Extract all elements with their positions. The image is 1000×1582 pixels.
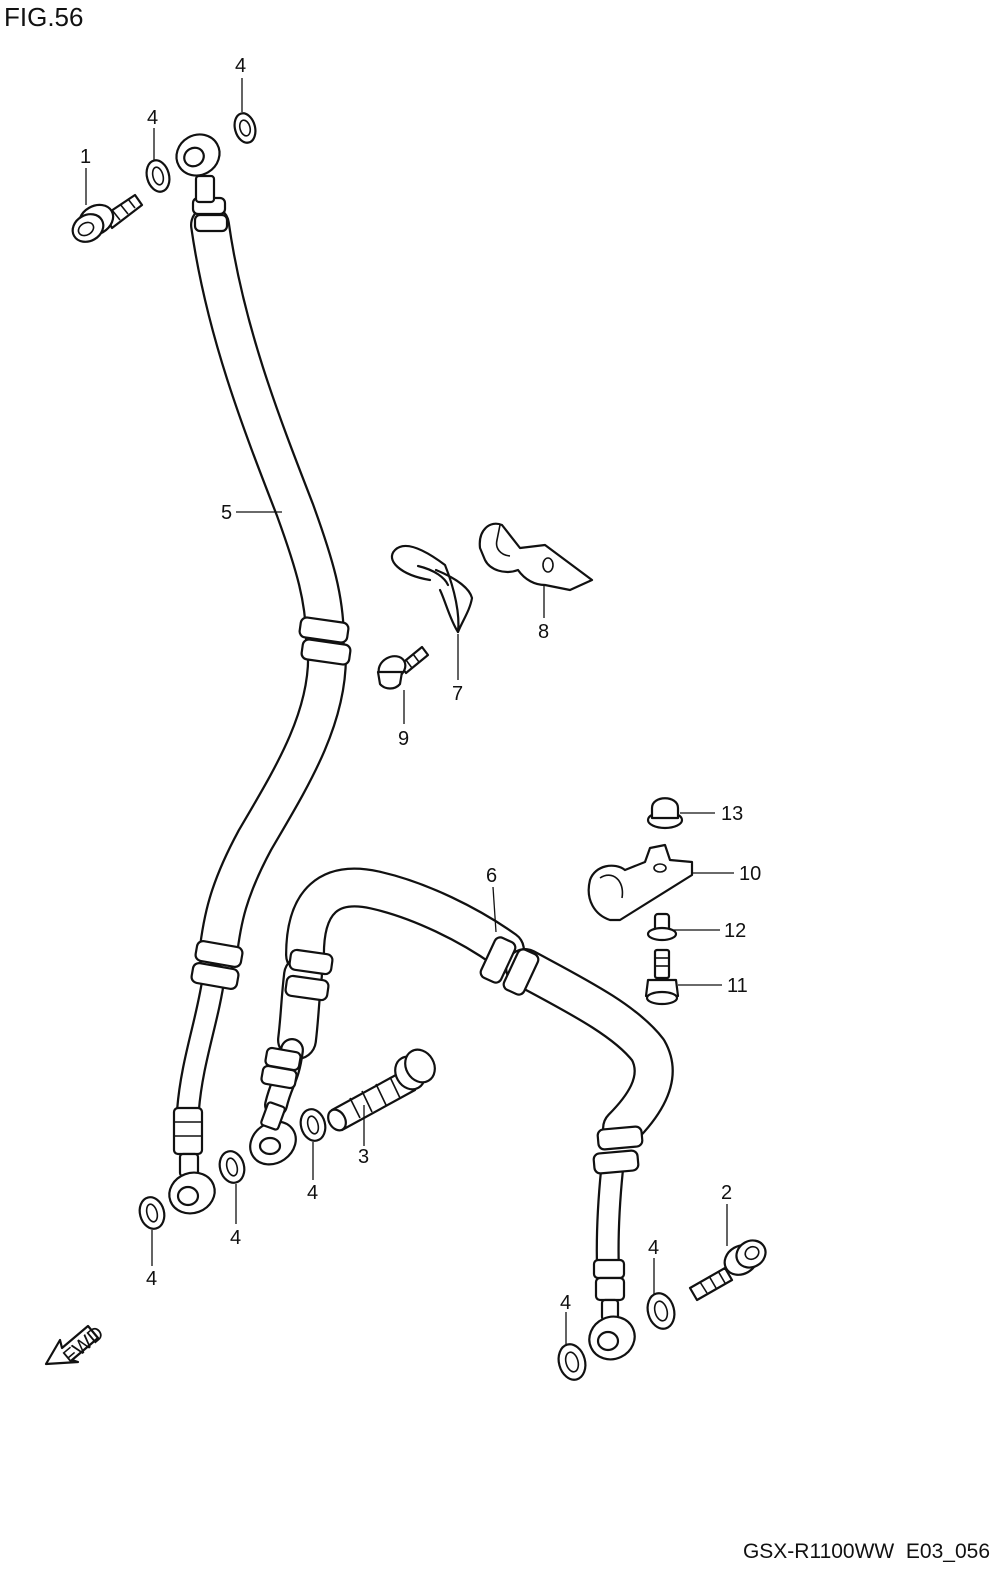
forward-arrow-icon: FWD	[44, 1322, 108, 1368]
gasket-4-f[interactable]	[555, 1341, 589, 1383]
callout-7: 7	[452, 683, 463, 705]
union-bolt-3[interactable]	[325, 1044, 441, 1133]
gasket-4-a[interactable]	[143, 158, 173, 195]
leader-lines	[85, 78, 734, 1346]
brake-hose-5[interactable]	[164, 127, 352, 1220]
cap-nut-13[interactable]	[646, 797, 684, 830]
callout-6: 6	[486, 865, 497, 887]
gasket-4-g[interactable]	[644, 1290, 678, 1332]
callout-9: 9	[398, 728, 409, 750]
callout-4-g: 4	[648, 1237, 659, 1259]
bolt-12[interactable]	[646, 912, 678, 942]
union-bolt-1[interactable]	[68, 193, 144, 247]
callout-1: 1	[80, 146, 91, 168]
clamp-10[interactable]	[587, 843, 694, 922]
callout-5: 5	[221, 502, 232, 524]
union-bolt-2[interactable]	[688, 1235, 770, 1302]
callout-4-a: 4	[147, 107, 158, 129]
gasket-4-c[interactable]	[136, 1194, 167, 1231]
bolt-9[interactable]	[374, 645, 430, 690]
bolt-11[interactable]	[644, 948, 680, 1006]
bracket-8[interactable]	[478, 522, 594, 592]
callout-10: 10	[739, 863, 761, 885]
callout-4-b: 4	[235, 55, 246, 77]
callout-2: 2	[721, 1182, 732, 1204]
callout-13: 13	[721, 803, 743, 825]
callout-4-e: 4	[307, 1182, 318, 1204]
gasket-4-e[interactable]	[297, 1106, 328, 1143]
callout-3: 3	[358, 1146, 369, 1168]
gasket-4-d[interactable]	[216, 1148, 247, 1185]
callout-4-f: 4	[560, 1292, 571, 1314]
callout-4-d: 4	[230, 1227, 241, 1249]
callout-12: 12	[724, 920, 746, 942]
brake-hose-6[interactable]	[242, 867, 674, 1367]
clip-7[interactable]	[390, 544, 474, 634]
callout-11: 11	[727, 975, 748, 997]
callout-4-c: 4	[146, 1268, 157, 1290]
footer-code: GSX-R1100WW E03_056	[742, 1540, 990, 1563]
figure-title: FIG.56	[4, 2, 84, 32]
gasket-4-b[interactable]	[231, 111, 258, 145]
callout-8: 8	[538, 621, 549, 643]
